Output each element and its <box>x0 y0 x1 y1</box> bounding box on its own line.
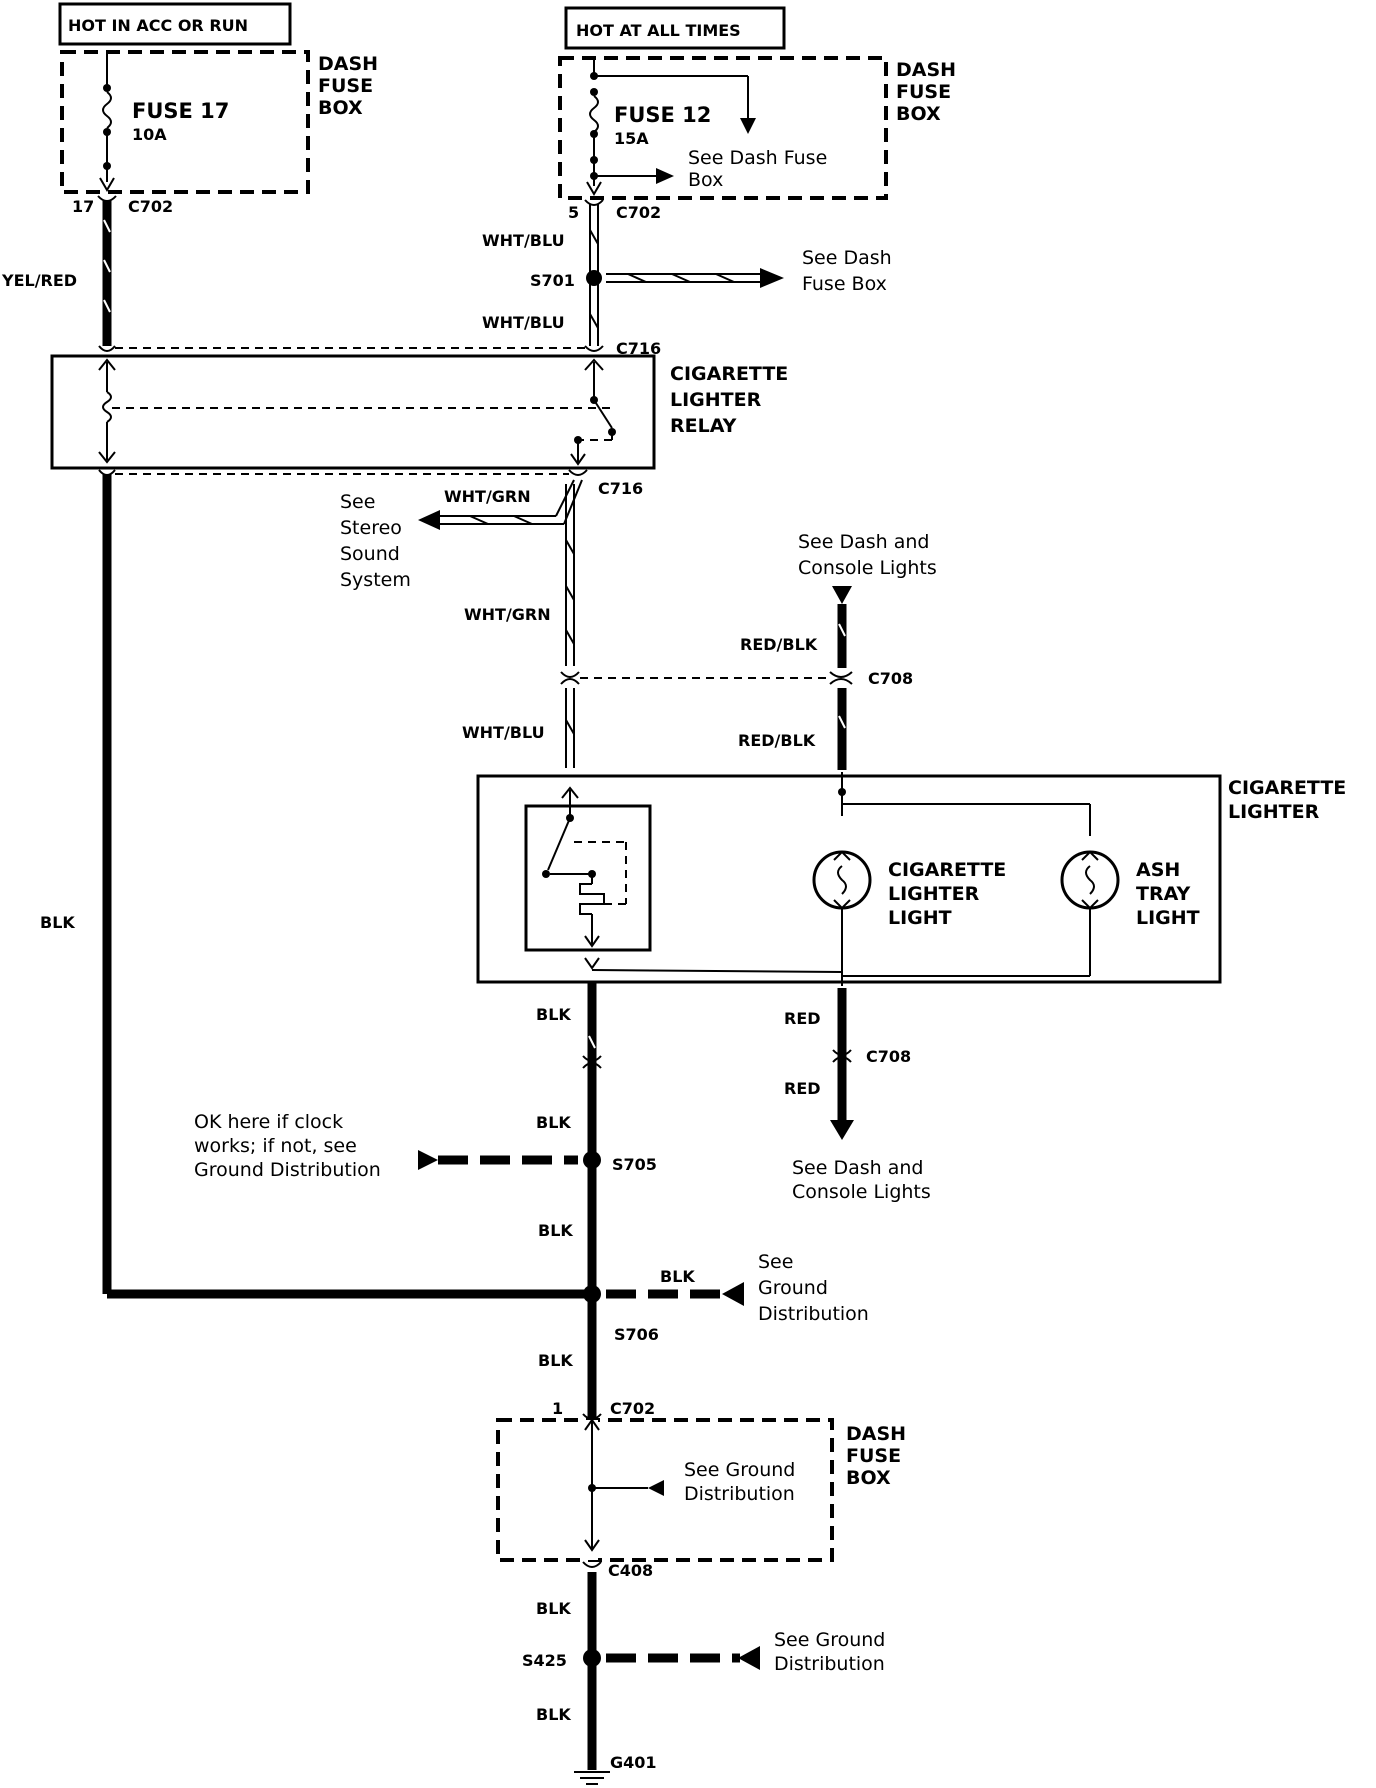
dash-fuse-box-bottom <box>496 1418 834 1562</box>
hot-acc-run-label-group: HOT IN ACC OR RUN <box>58 2 292 46</box>
dash-fuse-box-bottom-label-3: BOX <box>846 1467 891 1489</box>
s705-splice <box>583 1151 601 1169</box>
fuse12-rating: 15A <box>614 129 649 148</box>
see-stereo-3: Sound <box>340 543 400 565</box>
dash-fuse-box-right-label-2: FUSE <box>896 81 951 103</box>
s425-label: S425 <box>522 1651 567 1670</box>
dash-fuse-box-right <box>558 56 888 200</box>
blk-label-4: BLK <box>660 1267 695 1286</box>
dash-fuse-box-left-label-1: DASH <box>318 53 378 75</box>
ground-symbol <box>574 1771 610 1785</box>
pin17-label: 17 <box>72 197 94 216</box>
c716-top-label: C716 <box>616 339 661 358</box>
cig-lighter-light-label-1: CIGARETTE <box>888 859 1006 881</box>
c408-label: C408 <box>608 1561 653 1580</box>
see-ground-box-2: Distribution <box>684 1483 795 1505</box>
cig-lighter-label-2: LIGHTER <box>1228 801 1320 823</box>
wht-blu-label-2: WHT/BLU <box>482 313 565 332</box>
s705-label: S705 <box>612 1155 657 1174</box>
fuse-17 <box>99 52 115 192</box>
ok-clock-3: Ground Distribution <box>194 1159 381 1181</box>
see-ground-s706-3: Distribution <box>758 1303 869 1325</box>
red-blk-label-2: RED/BLK <box>738 731 816 750</box>
see-stereo-4: System <box>340 569 411 591</box>
ash-tray-label-3: LIGHT <box>1136 907 1200 929</box>
s706-splice <box>583 1285 601 1303</box>
g401-label: G401 <box>610 1753 657 1772</box>
see-stereo-1: See <box>340 491 375 513</box>
hot-all-times-label: HOT AT ALL TIMES <box>576 21 741 40</box>
see-ground-s706-2: Ground <box>758 1277 828 1299</box>
dash-fuse-box-left-label-3: BOX <box>318 97 363 119</box>
see-dash-fuse-box-inner-1: See Dash Fuse <box>688 147 827 169</box>
wht-grn-label-1: WHT/GRN <box>444 487 531 506</box>
wht-blu-label-3: WHT/BLU <box>462 723 545 742</box>
relay-label-2: LIGHTER <box>670 389 762 411</box>
blk-label-5: BLK <box>538 1351 573 1370</box>
blk-label-7: BLK <box>536 1705 571 1724</box>
ash-tray-label-1: ASH <box>1136 859 1180 881</box>
ash-tray-label-2: TRAY <box>1136 883 1190 905</box>
dash-fuse-box-bottom-label-1: DASH <box>846 1423 906 1445</box>
blk-left-label: BLK <box>40 913 75 932</box>
red-blk-label-1: RED/BLK <box>740 635 818 654</box>
cigarette-lighter-relay <box>50 354 656 470</box>
fuse-12 <box>586 58 756 196</box>
blk-label-2: BLK <box>536 1113 571 1132</box>
ok-clock-2: works; if not, see <box>194 1135 357 1157</box>
dash-fuse-box-left-label-2: FUSE <box>318 75 373 97</box>
fuse17-name: FUSE 17 <box>132 99 229 123</box>
wht-blu-label-1: WHT/BLU <box>482 231 565 250</box>
relay-label-3: RELAY <box>670 415 737 437</box>
see-dash-console-top-2: Console Lights <box>798 557 937 579</box>
ok-clock-1: OK here if clock <box>194 1111 343 1133</box>
cig-lighter-label-1: CIGARETTE <box>1228 777 1346 799</box>
wht-grn-label-2: WHT/GRN <box>464 605 551 624</box>
pin1-label: 1 <box>552 1399 563 1418</box>
s701-splice <box>586 270 602 286</box>
c702-left-label: C702 <box>128 197 173 216</box>
blk-label-1: BLK <box>536 1005 571 1024</box>
cig-lighter-light-label-3: LIGHT <box>888 907 952 929</box>
s701-label: S701 <box>530 271 575 290</box>
see-ground-box-1: See Ground <box>684 1459 795 1481</box>
yel-red-label: YEL/RED <box>1 271 77 290</box>
dash-fuse-box-bottom-label-2: FUSE <box>846 1445 901 1467</box>
fuse17-rating: 10A <box>132 125 167 144</box>
relay-label-1: CIGARETTE <box>670 363 788 385</box>
see-ground-s425-1: See Ground <box>774 1629 885 1651</box>
cigarette-lighter-box <box>476 774 1222 984</box>
s706-label: S706 <box>614 1325 659 1344</box>
dash-fuse-box-right-label-3: BOX <box>896 103 941 125</box>
cig-lighter-light-label-2: LIGHTER <box>888 883 980 905</box>
see-ground-s425-2: Distribution <box>774 1653 885 1675</box>
dash-fuse-box-left <box>60 50 310 194</box>
c702-right-label: C702 <box>616 203 661 222</box>
see-dash-console-bottom-1: See Dash and <box>792 1157 923 1179</box>
pin5-label: 5 <box>568 203 579 222</box>
blk-label-3: BLK <box>538 1221 573 1240</box>
hot-acc-run-label: HOT IN ACC OR RUN <box>68 16 248 35</box>
c708-top-label: C708 <box>868 669 913 688</box>
see-dash-fuse-box-inner-2: Box <box>688 169 723 191</box>
see-dash-fuse-box-s701-2: Fuse Box <box>802 273 887 295</box>
red-label-2: RED <box>784 1079 821 1098</box>
dash-fuse-box-right-label-1: DASH <box>896 59 956 81</box>
see-dash-console-top-1: See Dash and <box>798 531 929 553</box>
blk-label-6: BLK <box>536 1599 571 1618</box>
c716-bottom-label: C716 <box>598 479 643 498</box>
see-dash-console-bottom-2: Console Lights <box>792 1181 931 1203</box>
see-stereo-2: Stereo <box>340 517 402 539</box>
s425-splice <box>583 1649 601 1667</box>
fuse12-name: FUSE 12 <box>614 103 711 127</box>
c708-bottom-label: C708 <box>866 1047 911 1066</box>
see-dash-fuse-box-s701-1: See Dash <box>802 247 892 269</box>
lighter-element <box>524 804 652 952</box>
see-ground-s706-1: See <box>758 1251 793 1273</box>
hot-all-times-label-group: HOT AT ALL TIMES <box>564 6 786 50</box>
c702-bottom-label: C702 <box>610 1399 655 1418</box>
red-label-1: RED <box>784 1009 821 1028</box>
